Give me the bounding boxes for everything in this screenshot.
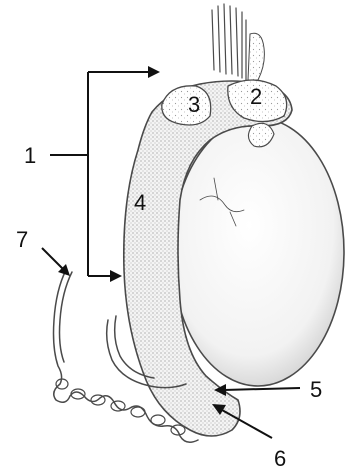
callout-label-7: 7: [16, 227, 28, 252]
callout-label-1: 1: [24, 143, 36, 168]
spermatic-cord-strands: [212, 4, 264, 80]
callout-label-3: 3: [188, 92, 200, 117]
testis-body: [172, 118, 344, 386]
callout-label-5: 5: [310, 377, 322, 402]
callout-label-2: 2: [250, 84, 262, 109]
callout-label-4: 4: [134, 190, 146, 215]
callout-label-6: 6: [274, 446, 286, 471]
